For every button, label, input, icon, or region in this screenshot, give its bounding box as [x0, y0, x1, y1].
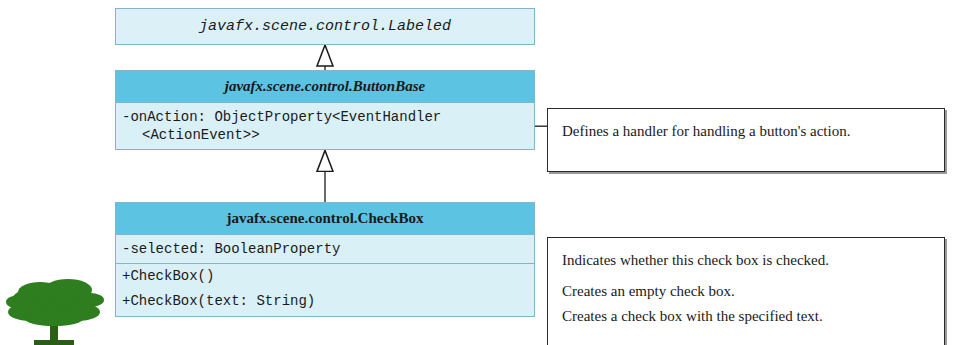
class-name: javafx.scene.control.ButtonBase [116, 71, 534, 103]
class-box: javafx.scene.control.ButtonBase-onAction… [115, 70, 535, 150]
leader-line [535, 126, 547, 127]
class-member: +CheckBox() [116, 264, 534, 287]
class-name: javafx.scene.control.Labeled [116, 9, 534, 44]
note-text: Creates an empty check box. [562, 282, 934, 301]
class-box: javafx.scene.control.CheckBox-selected: … [115, 202, 535, 317]
class-member: -onAction: ObjectProperty<EventHandler <… [116, 103, 534, 149]
inheritance-arrow [324, 150, 325, 202]
note-box: Indicates whether this check box is chec… [547, 237, 945, 345]
note-text: Indicates whether this check box is chec… [562, 251, 934, 270]
class-box: javafx.scene.control.Labeled [115, 8, 535, 45]
class-name: javafx.scene.control.CheckBox [116, 203, 534, 235]
class-member: +CheckBox(text: String) [116, 287, 534, 315]
note-text: Creates a check box with the specified t… [562, 307, 934, 326]
note-box: Defines a handler for handling a button'… [547, 108, 945, 172]
inheritance-arrow [324, 45, 325, 70]
class-member: -selected: BooleanProperty [116, 235, 534, 264]
note-text: Defines a handler for handling a button'… [562, 122, 934, 141]
